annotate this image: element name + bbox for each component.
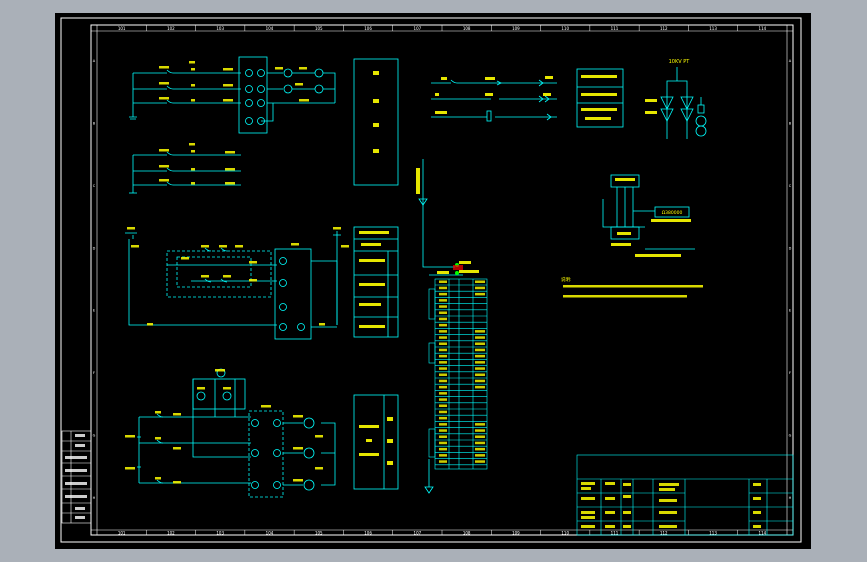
zone-label-top: 108 [463,26,471,31]
zone-label-top: 106 [364,26,372,31]
zone-label-bottom: 102 [167,531,175,536]
label-block-2 [353,226,399,338]
title-block [576,454,794,536]
zone-label-bottom: 111 [611,531,619,536]
zone-label-top: 104 [266,26,274,31]
zone-label-bottom: 110 [561,531,569,536]
zone-label-top: 103 [216,26,224,31]
row-label-right: B [789,122,792,126]
row-label-right: D [789,246,792,250]
zone-label-top: 107 [414,26,422,31]
row-label-left: B [93,122,96,126]
zone-label-top: 105 [315,26,323,31]
row-label-left: C [93,184,96,188]
zone-label-bottom: 114 [759,531,767,536]
signal-lines-top-right [431,68,624,128]
metering-circuit [137,368,336,498]
pt-voltage-label: 10KV PT [669,59,691,65]
zone-label-bottom: 107 [414,531,422,536]
zone-label-bottom: 109 [512,531,520,536]
zone-label-top: 112 [660,26,668,31]
zone-label-top: 110 [561,26,569,31]
control-bus [418,159,463,494]
sheet-background [55,13,811,549]
notes-heading: 说明: [561,276,572,283]
row-label-right: A [789,59,792,63]
protection-circuit [125,231,341,340]
zone-label-bottom: 108 [463,531,471,536]
cad-drawing-sheet: 101 102 103 104 105 106 107 108 109 110 111 112 113 1… [55,13,811,549]
voltage-circuit-mid-left [129,151,241,194]
zone-label-top: 111 [611,26,619,31]
pt-symbol [660,67,707,139]
row-label-left: A [93,59,96,63]
current-circuit-top [129,56,336,134]
row-label-left: D [93,246,96,250]
notes-text [563,285,703,298]
row-label-right: E [789,309,791,313]
row-label-right: H [789,496,792,500]
zone-label-top: 101 [118,26,126,31]
row-label-left: E [93,309,95,313]
row-labels-right: A B C D E F G H [789,59,792,500]
label-block-1 [353,58,399,186]
row-label-right: G [789,433,792,437]
zone-label-top: 114 [759,26,767,31]
label-block-3 [353,394,399,490]
zone-label-bottom: 105 [315,531,323,536]
zone-label-top: 102 [167,26,175,31]
zone-labels-top: 101 102 103 104 105 106 107 108 109 110 111 112 113 1… [118,25,767,31]
meter-wiring [602,174,695,250]
zone-label-bottom: 106 [364,531,372,536]
zone-label-bottom: 113 [709,531,717,536]
zone-label-bottom: 103 [216,531,224,536]
outer-border [60,17,802,543]
zone-label-bottom: 112 [660,531,668,536]
zone-label-bottom: 101 [118,531,126,536]
row-label-right: F [789,371,791,375]
revision-block [61,430,92,524]
meter-box-label: Ω380000 [662,210,683,216]
row-labels-left: A B C D E F G H [93,59,96,500]
circuit-annotations [125,61,349,484]
zone-label-bottom: 104 [266,531,274,536]
zone-labels-bottom: 101 102 103 104 105 106 107 108 109 110 111 112 113 1… [118,530,767,536]
row-label-right: C [789,184,792,188]
zone-label-top: 109 [512,26,520,31]
zone-label-top: 113 [709,26,717,31]
row-label-left: G [93,433,96,437]
row-label-left: F [93,371,95,375]
terminal-strip [428,278,488,470]
row-label-left: H [93,496,96,500]
